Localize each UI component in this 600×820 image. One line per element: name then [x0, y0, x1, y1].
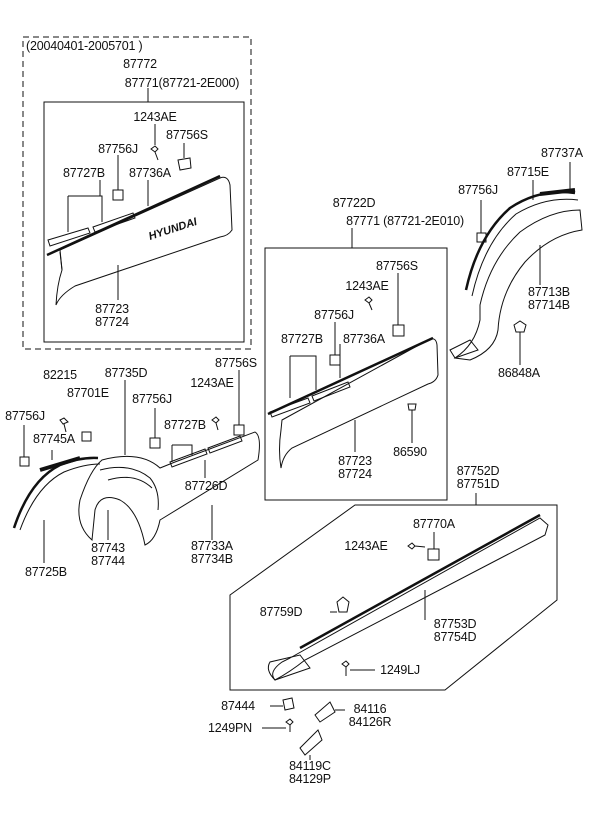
part-clip-j-rear: 87756J — [458, 183, 498, 197]
part-tape-87726d: 87726D — [184, 479, 228, 493]
molding-top-line2: 87724 — [95, 315, 129, 329]
pad1-line2: 84126R — [348, 715, 392, 729]
part-clip-87759d: 87759D — [259, 605, 303, 619]
part-molding-top: 87723 87724 — [95, 303, 129, 329]
part-tape-87745a: 87745A — [33, 432, 75, 446]
part-clip-86590: 86590 — [393, 445, 427, 459]
sill-line1: 87753D — [433, 617, 477, 631]
molding-right-line2: 87724 — [338, 467, 372, 481]
sill-assembly-line1: 87752D — [456, 464, 500, 478]
part-clip-s-top: 87756S — [166, 128, 208, 142]
pad2-line1: 84119C — [289, 759, 331, 773]
molding-top-line1: 87723 — [95, 302, 129, 316]
part-screw-1249pn: 1249PN — [208, 721, 252, 735]
emblem-text: HYUNDAI — [147, 216, 199, 243]
arch-front-line2: 87744 — [91, 554, 125, 568]
kit-label-right: 87771 (87721-2E010) — [346, 214, 464, 228]
molding-right-line1: 87723 — [338, 454, 372, 468]
part-tape-b-right: 87727B — [281, 332, 323, 346]
part-molding-87715e: 87715E — [507, 165, 549, 179]
pad1-line1: 84116 — [353, 702, 387, 716]
part-clip-j-front-left: 87756J — [5, 409, 45, 423]
sill-group-frame — [229, 504, 558, 691]
part-tape-b-front: 87727B — [164, 418, 206, 432]
part-pad-84116: 84116 84126R — [349, 703, 392, 729]
side-molding-top: HYUNDAI — [46, 124, 233, 306]
arch-front-line1: 87743 — [91, 541, 125, 555]
part-molding-right: 87723 87724 — [338, 455, 372, 481]
part-tape-a-right: 87736A — [343, 332, 385, 346]
part-panel-rear: 87713B 87714B — [528, 286, 570, 312]
small-parts — [262, 697, 345, 760]
part-tape-a-top: 87736A — [129, 166, 171, 180]
panel-front-line2: 87734B — [191, 552, 233, 566]
dashed-group-frame — [22, 36, 252, 350]
part-clip-87770a: 87770A — [413, 517, 455, 531]
panel-rear-line1: 87713B — [528, 285, 570, 299]
part-pad-84119c: 84119C 84129P — [289, 760, 331, 786]
part-tape-b-top: 87727B — [63, 166, 105, 180]
part-screw-top: 1243AE — [133, 110, 177, 124]
pad2-line2: 84129P — [289, 772, 331, 786]
part-screw-right: 1243AE — [345, 279, 389, 293]
part-screw-87701e: 87701E — [67, 386, 109, 400]
part-clip-j-right: 87756J — [314, 308, 354, 322]
part-clip-j-top: 87756J — [98, 142, 138, 156]
part-screw-sill: 1243AE — [344, 539, 388, 553]
part-clip-s-front: 87756S — [215, 356, 257, 370]
part-nut-86848a: 86848A — [498, 366, 540, 380]
part-screw-1249lj: 1249LJ — [380, 663, 420, 677]
part-arch-front: 87743 87744 — [91, 542, 125, 568]
side-sill-group — [229, 493, 558, 691]
part-molding-87725b: 87725B — [25, 565, 67, 579]
sill-assembly-line2: 87751D — [456, 477, 500, 491]
side-molding-right — [267, 273, 439, 469]
part-clip-87444: 87444 — [221, 699, 255, 713]
part-screw-front: 1243AE — [190, 376, 234, 390]
date-range-label: (20040401-2005701 ) — [26, 39, 143, 53]
assembly-no-87722d: 87722D — [332, 196, 376, 210]
part-screw-82215: 82215 — [43, 368, 77, 382]
rear-wheel-arch — [449, 162, 583, 365]
sill-line2: 87754D — [433, 630, 477, 644]
kit-label-top: 87771(87721-2E000) — [124, 76, 240, 90]
front-wheel-arch — [12, 370, 260, 563]
part-tape-87737a: 87737A — [541, 146, 583, 160]
panel-front-line1: 87733A — [191, 539, 233, 553]
inner-group-frame — [43, 101, 245, 343]
part-clip-s-right: 87756S — [376, 259, 418, 273]
part-panel-front: 87733A 87734B — [191, 540, 233, 566]
panel-rear-line2: 87714B — [528, 298, 570, 312]
part-clip-j-front-mid: 87756J — [132, 392, 172, 406]
part-sill: 87753D 87754D — [434, 618, 477, 644]
right-group-frame — [264, 247, 448, 501]
part-molding-87735d: 87735D — [104, 366, 148, 380]
assembly-no-87772: 87772 — [123, 57, 157, 71]
part-sill-assembly: 87752D 87751D — [457, 465, 500, 491]
